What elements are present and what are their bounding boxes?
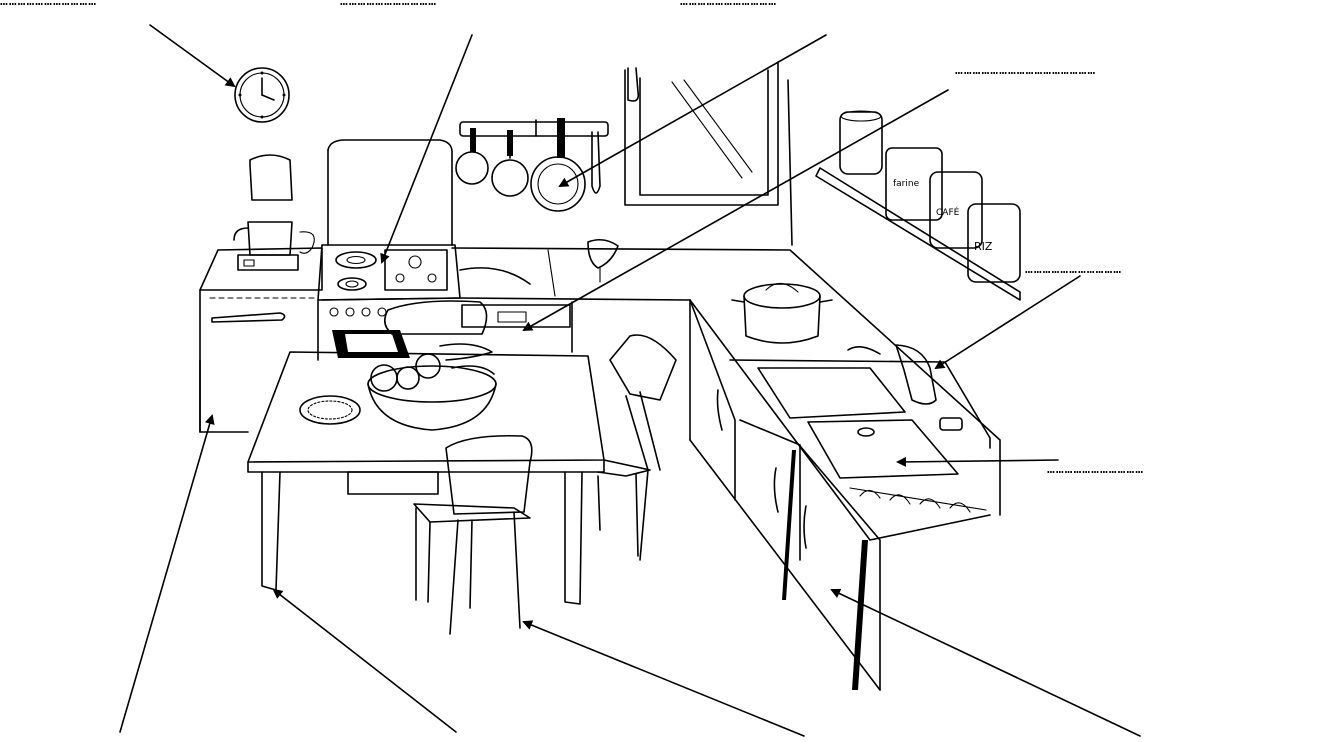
chair-back [385, 301, 487, 334]
wall-clock [235, 68, 289, 122]
kitchen-counter [452, 240, 1000, 690]
refrigerator [200, 248, 322, 432]
coffee-maker [234, 155, 314, 270]
jar-label-flour: farine [893, 179, 920, 189]
jar-shelf: farine CAFÉ RIZ [816, 111, 1020, 300]
utensil-rack [456, 118, 608, 211]
label-arrows [120, 25, 1140, 736]
window [625, 62, 792, 245]
cooking-pot [732, 283, 832, 343]
kitchen-table [248, 352, 604, 604]
chair-right [598, 335, 676, 560]
jar-label-rice: RIZ [974, 240, 993, 253]
jar-label-coffee: CAFÉ [936, 206, 960, 218]
stove [318, 140, 460, 360]
chair-front [414, 436, 532, 634]
sink [730, 345, 990, 512]
